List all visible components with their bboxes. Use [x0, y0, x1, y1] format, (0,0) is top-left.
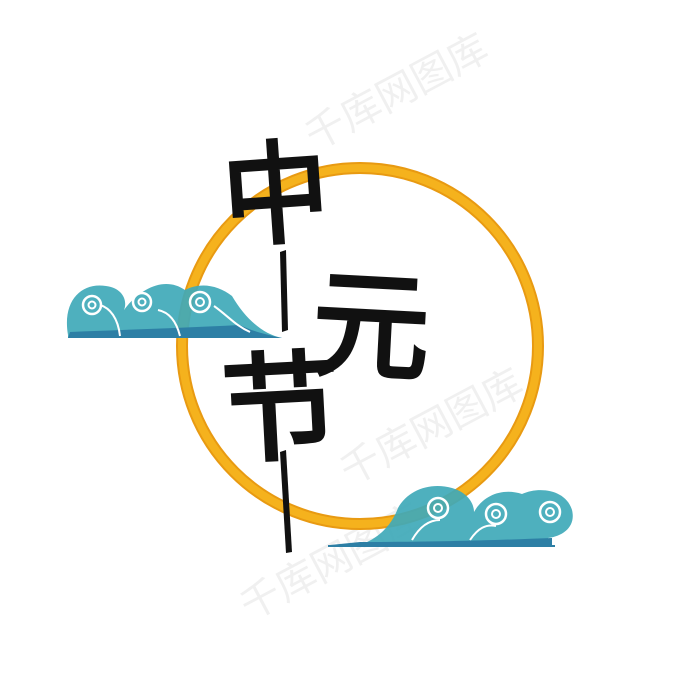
wave-cloud-icon [66, 283, 283, 338]
illustration: 千库网图库 千库网图库 千库网图库 [66, 25, 573, 630]
wave-cloud-icon [328, 486, 573, 547]
brush-stroke-icon [280, 250, 292, 553]
moon-ring-icon [176, 162, 544, 530]
